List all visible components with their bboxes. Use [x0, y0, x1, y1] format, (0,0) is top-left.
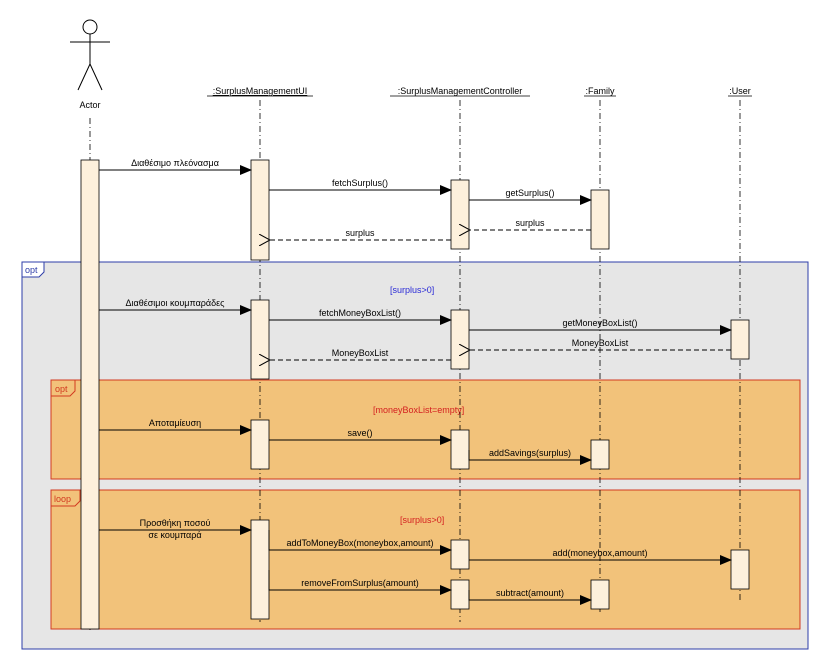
activation-user-2	[730, 549, 750, 590]
activation-controller-5	[450, 579, 470, 610]
message-add-to-moneybox: addToMoneyBox(moneybox,amount)	[286, 538, 433, 548]
lifeline-header-user: :User	[729, 86, 751, 96]
activation-user-1	[730, 319, 750, 360]
message-add: add(moneybox,amount)	[552, 548, 647, 558]
message-save: save()	[347, 428, 372, 438]
activation-family-1	[590, 189, 610, 250]
activation-controller-3	[450, 429, 470, 470]
activation-controller-4	[450, 539, 470, 570]
lifeline-header-family: :Family	[586, 86, 615, 96]
message-available-moneyboxes: Διαθέσιμοι κουμπαράδες	[126, 298, 226, 308]
message-subtract: subtract(amount)	[496, 588, 564, 598]
lifeline-header-controller: :SurplusManagementController	[398, 86, 523, 96]
message-add-amount-line1: Προσθήκη ποσού	[140, 518, 211, 528]
message-remove-from-surplus-arrow	[268, 570, 452, 595]
message-get-moneybox-list: getMoneyBoxList()	[562, 318, 637, 328]
frame-loop-operator: loop	[54, 494, 71, 504]
message-add-savings-arrow	[468, 450, 592, 465]
activation-bars	[80, 159, 750, 630]
guard-moneybox-empty: [moneyBoxList=empty]	[373, 405, 464, 415]
return-surplus-family: surplus	[515, 218, 545, 228]
message-get-surplus: getSurplus()	[505, 188, 554, 198]
actor-figure	[70, 19, 110, 91]
frame-opt-inner-operator: opt	[55, 384, 68, 394]
message-add-amount-line2: σε κουμπαρά	[148, 530, 201, 540]
guard-loop-surplus: [surplus>0]	[400, 515, 444, 525]
message-subtract-arrow	[468, 590, 592, 605]
activation-ui-3	[250, 419, 270, 470]
actor-label: Actor	[79, 100, 100, 110]
message-savings: Αποταμίευση	[149, 418, 201, 428]
message-add-to-moneybox-arrow	[268, 530, 452, 555]
lifeline-header-ui: :SurplusManagementUI	[213, 86, 308, 96]
message-fetch-surplus: fetchSurplus()	[332, 178, 388, 188]
return-moneybox-list-user: MoneyBoxList	[572, 338, 629, 348]
frame-opt-outer-operator: opt	[25, 265, 38, 275]
message-remove-from-surplus: removeFromSurplus(amount)	[301, 578, 419, 588]
activation-actor	[80, 159, 100, 630]
message-add-savings: addSavings(surplus)	[489, 448, 571, 458]
activation-controller-2	[450, 309, 470, 370]
activation-ui-4	[250, 519, 270, 620]
return-moneybox-list-controller: MoneyBoxList	[332, 348, 389, 358]
activation-ui-1	[250, 159, 270, 261]
activation-controller-1	[450, 179, 470, 250]
message-available-surplus: Διαθέσιμο πλεόνασμα	[131, 158, 219, 168]
return-surplus-controller: surplus	[345, 228, 375, 238]
activation-family-3	[590, 579, 610, 610]
activation-family-2	[590, 439, 610, 470]
guard-surplus-positive: [surplus>0]	[390, 285, 434, 295]
activation-ui-2	[250, 299, 270, 380]
message-fetch-moneybox-list: fetchMoneyBoxList()	[319, 308, 401, 318]
